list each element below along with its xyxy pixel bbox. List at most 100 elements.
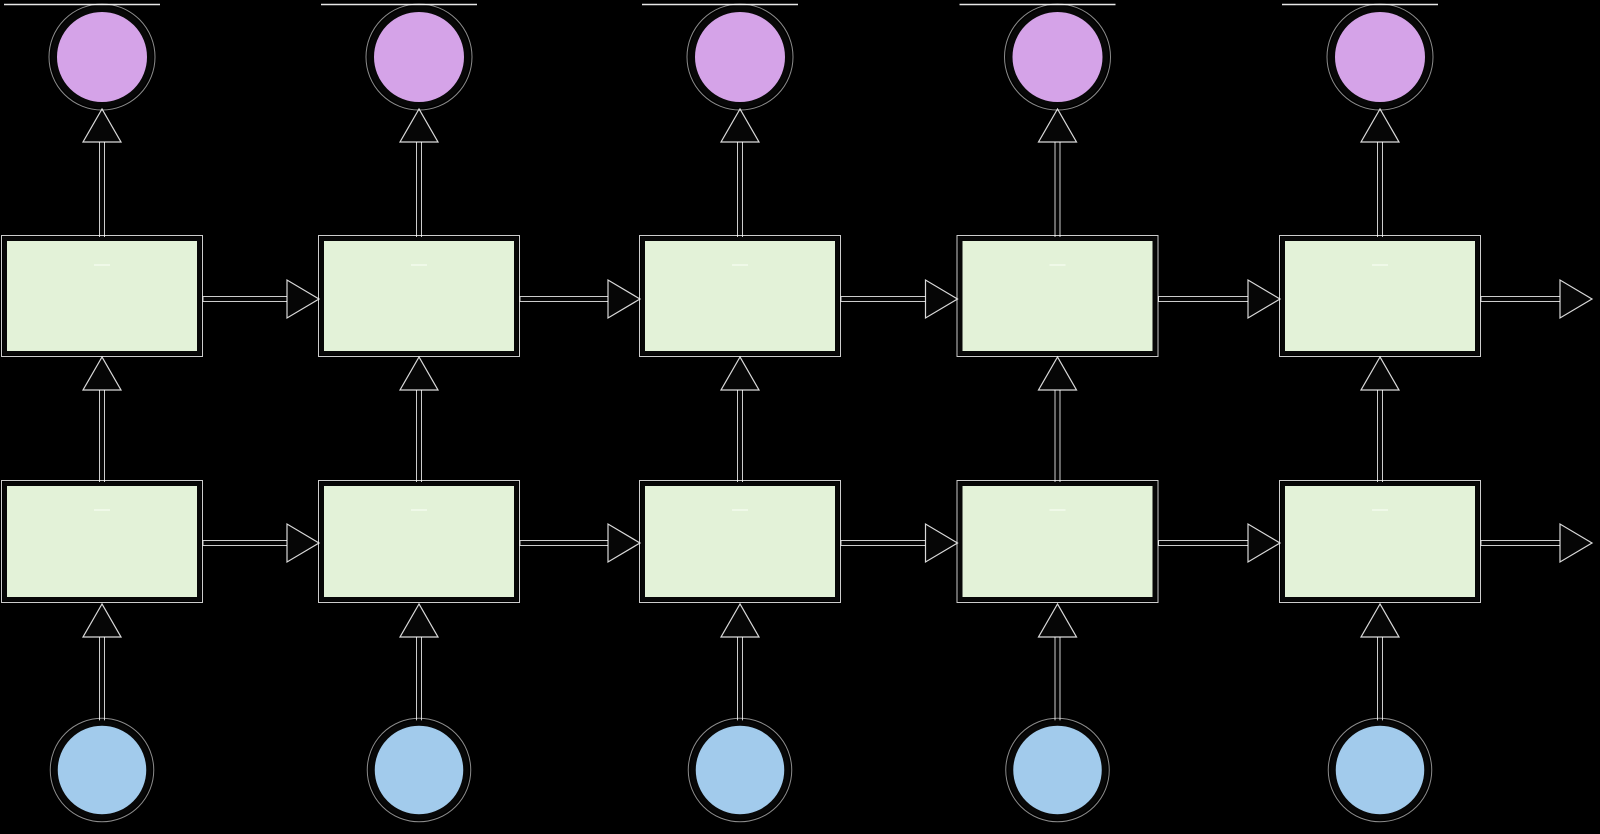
- output-node-fringe: [48, 3, 156, 111]
- hidden-layer-1-cell: [641, 482, 839, 601]
- output-node: [51, 6, 153, 108]
- hidden1-to-hidden2-arrow: [1359, 355, 1401, 485]
- hidden1-to-hidden2-arrow: [719, 355, 761, 485]
- hidden2-to-output-arrow: [81, 107, 123, 241]
- arrow-shaft: [519, 540, 612, 546]
- arrow-head: [1247, 522, 1282, 564]
- arrow-shaft: [1377, 632, 1383, 725]
- arrow-shaft: [840, 540, 929, 546]
- arrow-head: [286, 278, 321, 320]
- arrow-shaft: [1377, 385, 1383, 485]
- hidden1-recurrent-arrow-3: [840, 522, 959, 564]
- hidden2-to-output-arrow: [398, 107, 440, 241]
- input-to-hidden1-arrow: [1037, 602, 1078, 725]
- arrow-shaft: [99, 137, 105, 241]
- arrow-shaft: [840, 296, 929, 302]
- hidden-layer-1-cell: [1281, 482, 1479, 601]
- hidden-layer-2-cell: [3, 237, 201, 355]
- arrow-shaft: [202, 540, 291, 546]
- input-node-fringe: [49, 717, 155, 823]
- arrow-shaft: [1158, 296, 1252, 302]
- arrow-shaft: [737, 137, 743, 241]
- hidden-layer-1-cell: [958, 482, 1157, 601]
- hidden1-exit-arrow: [1480, 522, 1594, 564]
- hidden2-recurrent-arrow-3: [840, 278, 959, 320]
- hidden1-to-hidden2-arrow: [398, 355, 440, 485]
- arrow-shaft: [99, 385, 105, 485]
- timestep-column-3: [639, 3, 841, 823]
- arrow-shaft: [416, 632, 422, 725]
- arrow-shaft: [1054, 385, 1061, 485]
- hidden1-to-hidden2-arrow: [81, 355, 123, 485]
- input-node: [52, 720, 152, 820]
- output-node-fringe: [365, 3, 473, 111]
- arrow-shaft: [1480, 540, 1564, 546]
- arrow-head: [1359, 355, 1401, 391]
- input-node-fringe: [1327, 717, 1433, 823]
- hidden1-recurrent-arrow-1: [202, 522, 321, 564]
- arrow-shaft: [99, 632, 105, 725]
- arrow-head: [1247, 278, 1282, 320]
- output-node-fringe: [1004, 3, 1111, 111]
- input-node-fringe: [687, 717, 793, 823]
- input-to-hidden1-arrow: [719, 602, 761, 725]
- arrow-head: [286, 522, 321, 564]
- arrow-shaft: [1480, 296, 1564, 302]
- arrow-head: [607, 278, 642, 320]
- arrow-shaft: [1054, 632, 1061, 725]
- arrow-head: [607, 522, 642, 564]
- arrow-head: [1559, 522, 1594, 564]
- hidden-layer-2-cell: [641, 237, 839, 355]
- output-node-fringe: [1326, 3, 1434, 111]
- arrow-head: [1037, 355, 1078, 391]
- hidden2-exit-arrow: [1480, 278, 1594, 320]
- arrow-head: [398, 355, 440, 391]
- input-node: [1330, 720, 1430, 820]
- hidden1-recurrent-arrow-2: [519, 522, 642, 564]
- arrow-shaft: [416, 137, 422, 241]
- arrow-head: [719, 355, 761, 391]
- hidden-layer-2-cell: [1281, 237, 1479, 355]
- arrow-shaft: [1158, 540, 1252, 546]
- output-node: [1329, 6, 1431, 108]
- arrow-head: [1037, 602, 1078, 638]
- hidden1-to-hidden2-arrow: [1037, 355, 1078, 485]
- hidden2-to-output-arrow: [719, 107, 761, 241]
- arrow-head: [1359, 602, 1401, 638]
- output-node: [368, 6, 470, 108]
- arrow-head: [719, 602, 761, 638]
- arrow-shaft: [202, 296, 291, 302]
- timestep-column-4: [956, 3, 1159, 823]
- hidden2-recurrent-arrow-4: [1158, 278, 1282, 320]
- hidden-layer-2-cell: [320, 237, 518, 355]
- arrow-head: [1559, 278, 1594, 320]
- input-node-fringe: [366, 717, 472, 823]
- hidden2-recurrent-arrow-1: [202, 278, 321, 320]
- input-to-hidden1-arrow: [81, 602, 123, 725]
- arrow-head: [924, 522, 959, 564]
- arrow-head: [1037, 107, 1078, 143]
- arrow-shaft: [1054, 137, 1061, 241]
- input-to-hidden1-arrow: [1359, 602, 1401, 725]
- arrow-head: [81, 107, 123, 143]
- timestep-column-5: [1279, 3, 1481, 823]
- timestep-column-2: [318, 3, 520, 823]
- timestep-column-1: [1, 3, 203, 823]
- arrow-head: [398, 602, 440, 638]
- output-node-fringe: [686, 3, 794, 111]
- input-to-hidden1-arrow: [398, 602, 440, 725]
- arrow-head: [398, 107, 440, 143]
- input-node-fringe: [1005, 717, 1110, 823]
- arrow-shaft: [416, 385, 422, 485]
- arrow-shaft: [737, 632, 743, 725]
- arrow-shaft: [519, 296, 612, 302]
- arrow-head: [1359, 107, 1401, 143]
- hidden2-to-output-arrow: [1359, 107, 1401, 241]
- hidden-layer-1-cell: [320, 482, 518, 601]
- input-node: [369, 720, 469, 820]
- arrow-shaft: [737, 385, 743, 485]
- arrow-head: [81, 355, 123, 391]
- arrow-shaft: [1377, 137, 1383, 241]
